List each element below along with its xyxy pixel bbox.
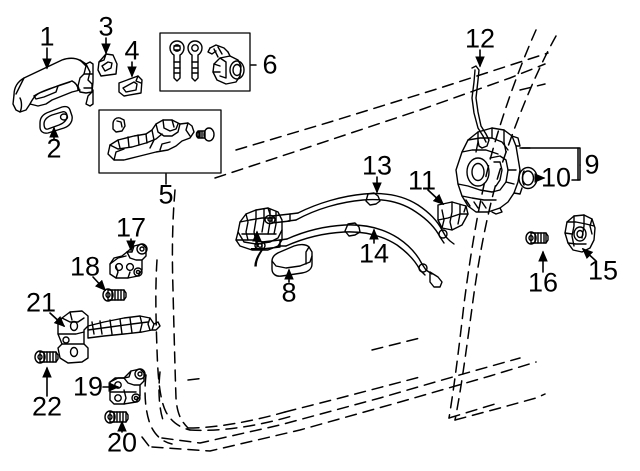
- part-10-lock-grommet: [518, 166, 538, 190]
- callout-number-11[interactable]: 11: [407, 165, 437, 196]
- part-22-door-check-bolt: [34, 350, 59, 364]
- callout-number-14[interactable]: 14: [358, 238, 390, 269]
- callout-number-3[interactable]: 3: [98, 11, 114, 42]
- callout-number-5[interactable]: 5: [158, 179, 174, 210]
- callout-number-20[interactable]: 20: [106, 427, 138, 458]
- part-2-handle-cover-cap: [39, 105, 73, 134]
- part-15-door-striker: [564, 214, 596, 253]
- callout-number-12[interactable]: 12: [464, 23, 496, 54]
- callout-number-2[interactable]: 2: [46, 133, 62, 164]
- part-1-outside-door-handle: [12, 57, 94, 113]
- part-12-lock-control-rod: [471, 65, 490, 149]
- callout-number-19[interactable]: 19: [72, 371, 104, 402]
- callout-number-22[interactable]: 22: [31, 391, 63, 422]
- callout-number-13[interactable]: 13: [361, 150, 393, 181]
- part-4-key-cylinder-cover: [118, 75, 143, 97]
- door-phantom-outline: [141, 29, 557, 452]
- part-11-lock-cable-clamp: [437, 201, 469, 231]
- callout-number-4[interactable]: 4: [124, 35, 140, 66]
- part-9-door-lock-assembly: [455, 127, 523, 215]
- part-3-handle-end-cap: [97, 53, 118, 77]
- callout-number-17[interactable]: 17: [115, 212, 147, 243]
- leader-15: [581, 247, 597, 262]
- part-18-upper-hinge-bolt: [102, 288, 127, 302]
- part-8-inside-handle-bezel: [271, 243, 313, 277]
- callout-number-21[interactable]: 21: [25, 287, 57, 318]
- callout-number-7[interactable]: 7: [249, 242, 265, 273]
- leader-21: [49, 312, 66, 328]
- part-17-upper-door-hinge: [109, 243, 148, 279]
- part-20-lower-hinge-bolt: [104, 410, 129, 424]
- callout-number-15[interactable]: 15: [587, 255, 619, 286]
- callout-number-1[interactable]: 1: [39, 21, 55, 52]
- callout-number-16[interactable]: 16: [527, 267, 559, 298]
- callout-number-8[interactable]: 8: [281, 277, 297, 308]
- part-21-door-check-assembly: [57, 310, 161, 364]
- leader-9-top: [519, 147, 581, 166]
- callout-number-18[interactable]: 18: [69, 251, 101, 282]
- leader-11: [427, 189, 445, 206]
- leader-9-bottom: [571, 164, 581, 181]
- leader-18: [92, 276, 107, 292]
- callout-number-10[interactable]: 10: [540, 162, 572, 193]
- part-5-handle-frame-box: [98, 109, 222, 174]
- part-6-key-set-box: [159, 32, 251, 92]
- callout-number-9[interactable]: 9: [584, 149, 600, 180]
- part-16-striker-bolt: [525, 231, 549, 245]
- callout-number-6[interactable]: 6: [262, 49, 278, 80]
- leader-lines: [42, 37, 597, 433]
